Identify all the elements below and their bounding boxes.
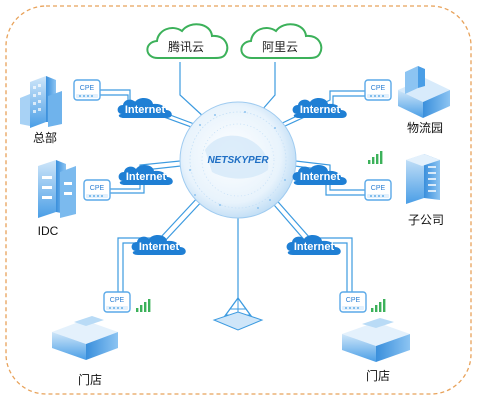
central-globe: NETSKYPER [179,101,297,219]
cpe-label: CPE [80,85,95,92]
signal-icon [368,151,383,164]
cpe-label: CPE [346,297,361,304]
internet-cloud-idc: Internet [118,165,173,185]
aliyun-cloud: 阿里云 [240,23,323,59]
store-left-building-icon [52,316,118,360]
internet-label: Internet [126,171,167,183]
internet-cloud-logistics: Internet [292,98,347,118]
internet-label: Internet [125,104,166,116]
store-right-building-icon [342,318,410,362]
internet-cloud-hq: Internet [117,98,172,118]
internet-label: Internet [300,104,341,116]
cpe-hq: CPE [73,79,101,101]
brand-logo: NETSKYPER [207,155,269,166]
cpe-store-right: CPE [339,291,367,313]
network-tower-icon [212,296,264,331]
site-label-idc: IDC [38,224,59,238]
signal-icon [371,299,386,312]
headquarters-building-icon [20,76,62,128]
cpe-label: CPE [371,85,386,92]
site-label-store-left: 门店 [78,372,102,387]
internet-cloud-store-right: Internet [286,235,341,255]
site-label-headquarters: 总部 [33,130,57,145]
cpe-idc: CPE [83,179,111,201]
idc-server-icon [38,160,76,218]
signal-icon [136,299,151,312]
cpe-store-left: CPE [103,291,131,313]
internet-label: Internet [294,241,335,253]
cpe-label: CPE [371,185,386,192]
aliyun-cloud-label: 阿里云 [262,40,298,54]
tencent-cloud-label: 腾讯云 [168,39,204,54]
cpe-label: CPE [90,185,105,192]
subsidiary-building-icon [406,154,440,204]
internet-label: Internet [139,241,180,253]
tencent-cloud: 腾讯云 [146,23,229,59]
cpe-label: CPE [110,297,125,304]
diagram-frame [5,5,472,395]
internet-cloud-subsidiary: Internet [292,165,347,185]
internet-cloud-store-left: Internet [131,235,186,255]
internet-label: Internet [300,171,341,183]
logistics-warehouse-icon [398,66,450,118]
site-label-subsidiary: 子公司 [408,213,444,227]
site-label-logistics-park: 物流园 [407,121,443,135]
site-label-store-right: 门店 [366,368,390,383]
cpe-logistics: CPE [364,79,392,101]
cpe-subsidiary: CPE [364,179,392,201]
